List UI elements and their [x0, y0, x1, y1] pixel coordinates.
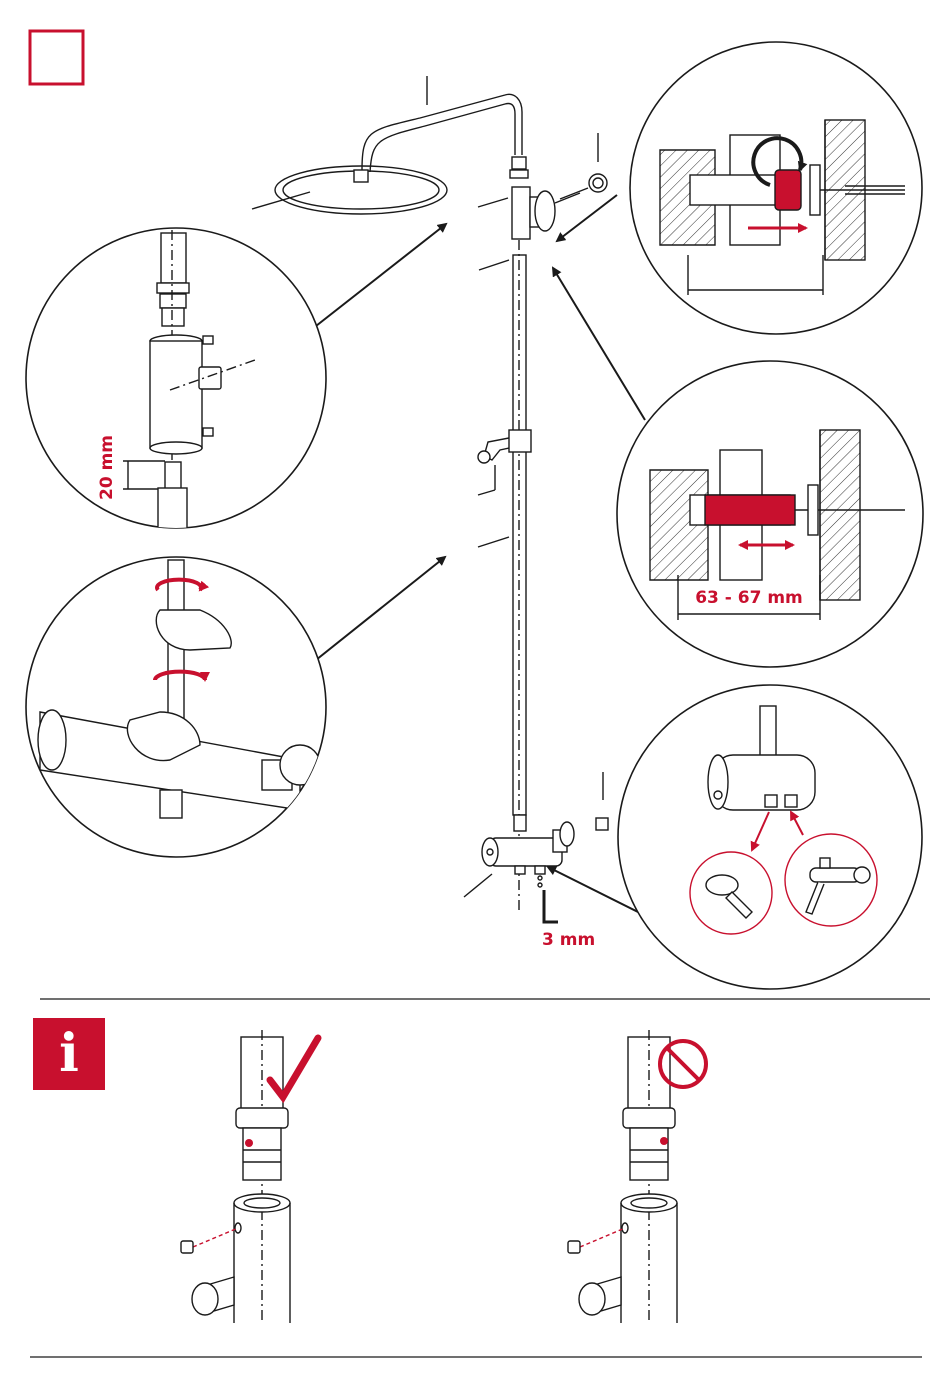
incorrect-assembly	[568, 1030, 706, 1323]
bracket-distance-label: 63 - 67 mm	[695, 588, 803, 608]
detail-circle-wall-anchor	[630, 42, 922, 334]
red-adjuster-nut	[775, 170, 801, 210]
correct-assembly	[181, 1030, 318, 1323]
allen-key-size-label: 3 mm	[542, 930, 595, 950]
info-icon: i	[33, 1018, 105, 1090]
detail-circle-bracket-distance: 63 - 67 mm	[617, 361, 923, 667]
allen-key	[544, 890, 558, 922]
hand-shower-holder	[509, 430, 531, 452]
red-extension-sleeve	[705, 495, 795, 525]
detail-circle-hand-tightening	[26, 557, 326, 857]
upper-wall-bracket	[512, 187, 530, 239]
detail-circle-ball-joint: 20 mm	[26, 228, 326, 535]
thermostatic-mixer	[464, 772, 608, 897]
ball-joint-height-label: 20 mm	[97, 435, 117, 500]
info-glyph: i	[33, 1018, 105, 1090]
shower-column-assembly	[252, 76, 608, 922]
detail-circle-outlet-selection	[618, 685, 922, 989]
callout-arrows	[316, 195, 645, 913]
step-marker-box	[30, 31, 83, 84]
